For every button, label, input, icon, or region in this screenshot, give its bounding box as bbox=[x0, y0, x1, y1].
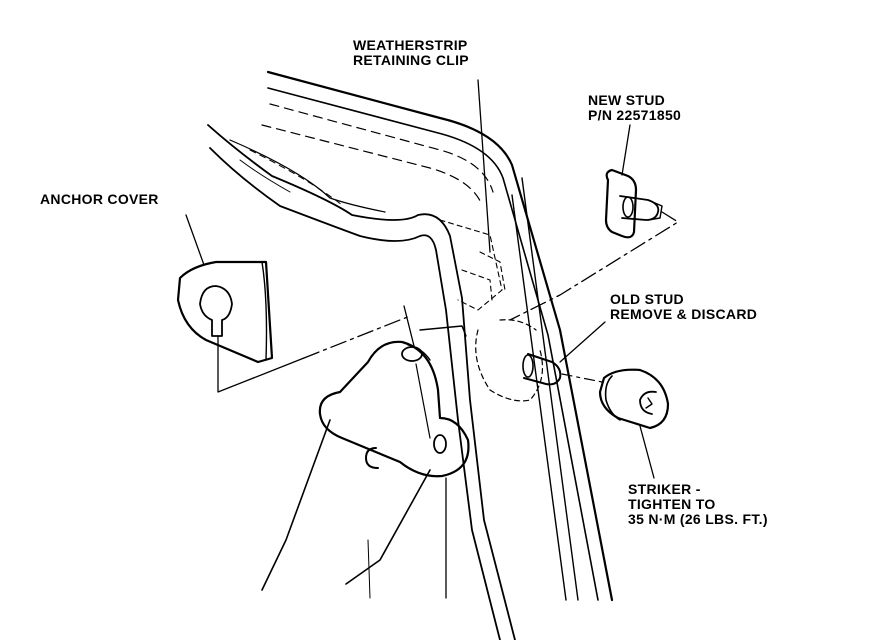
anchor-cover-part bbox=[176, 214, 411, 393]
new-stud-label: NEW STUD P/N 22571850 bbox=[588, 92, 682, 123]
weatherstrip-clip-label: WEATHERSTRIP RETAINING CLIP bbox=[353, 37, 469, 68]
door-frame bbox=[261, 70, 614, 602]
striker-label: STRIKER - TIGHTEN TO 35 N·M (26 LBS. FT.… bbox=[628, 481, 768, 527]
old-stud-label: OLD STUD REMOVE & DISCARD bbox=[610, 291, 758, 322]
anchor-cover-label: ANCHOR COVER bbox=[40, 191, 159, 207]
new-stud-centerline bbox=[509, 211, 679, 321]
belt-anchor bbox=[261, 305, 470, 599]
door-opening-weatherstrip bbox=[207, 124, 516, 640]
new-stud-leader bbox=[621, 124, 631, 176]
striker-part bbox=[598, 368, 670, 479]
weatherstrip-retaining-clip bbox=[439, 79, 506, 311]
old-stud-part bbox=[475, 319, 606, 402]
new-stud-part bbox=[604, 168, 663, 239]
